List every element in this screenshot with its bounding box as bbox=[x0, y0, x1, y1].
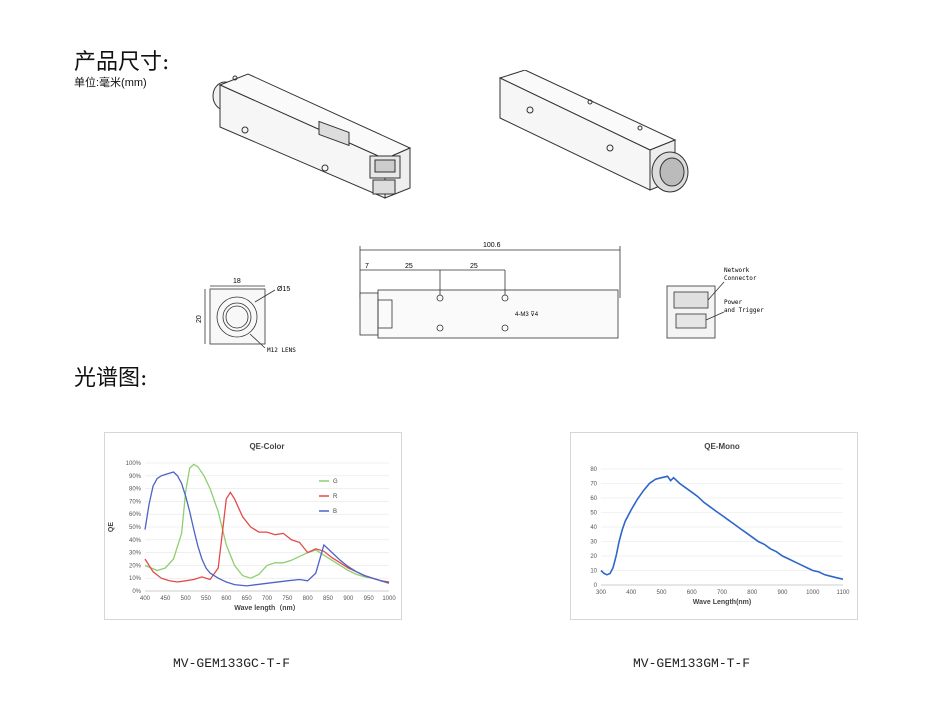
spacing-2-dim: 25 bbox=[470, 263, 478, 270]
chart-title: QE-Color bbox=[249, 442, 284, 451]
x-tick-label: 1000 bbox=[382, 596, 396, 602]
y-tick-label: 20 bbox=[590, 554, 597, 560]
x-tick-label: 950 bbox=[364, 596, 375, 602]
qe-mono-chart: QE-Mono 0 10 20 30 40 50 60 70 80 300 400 500 600 700 8… bbox=[590, 442, 851, 606]
x-tick-label: 900 bbox=[777, 590, 788, 596]
y-tick-label: 30% bbox=[129, 551, 142, 557]
y-tick-label: 100% bbox=[126, 461, 142, 467]
legend-label-b: B bbox=[333, 509, 337, 515]
x-tick-label: 850 bbox=[323, 596, 334, 602]
camera-iso-front-view bbox=[212, 73, 412, 199]
x-tick-label: 800 bbox=[747, 590, 758, 596]
x-tick-label: 1100 bbox=[837, 590, 851, 596]
y-tick-label: 90% bbox=[129, 474, 142, 480]
y-tick-label: 80 bbox=[590, 467, 597, 473]
y-tick-label: 60 bbox=[590, 496, 597, 502]
x-tick-label: 750 bbox=[282, 596, 293, 602]
y-tick-label: 40% bbox=[129, 538, 142, 544]
x-tick-label: 1000 bbox=[806, 590, 820, 596]
color-model-caption: MV-GEM133GC-T-F bbox=[173, 656, 291, 671]
x-tick-label: 400 bbox=[626, 590, 637, 596]
x-tick-label: 800 bbox=[303, 596, 314, 602]
dimensions-title: 产品尺寸: bbox=[74, 50, 170, 75]
front-height-dim: 20 bbox=[196, 315, 203, 323]
chart-title: QE-Mono bbox=[704, 442, 740, 451]
legend-label-g: G bbox=[333, 479, 338, 485]
power-trigger-line1: Power bbox=[724, 299, 742, 306]
network-connector-line1: Network bbox=[724, 267, 750, 274]
y-tick-label: 20% bbox=[129, 563, 142, 569]
x-tick-label: 600 bbox=[221, 596, 232, 602]
x-tick-label: 900 bbox=[343, 596, 354, 602]
total-length-dim: 100.6 bbox=[483, 242, 501, 249]
y-tick-label: 70% bbox=[129, 499, 142, 505]
side-view-drawing: 100.6 7 25 25 4-M3 ⊽4 bbox=[359, 242, 621, 339]
lens-mount-label: M12 LENS bbox=[267, 347, 296, 354]
lens-diameter-dim: Ø15 bbox=[277, 286, 290, 293]
qe-color-chart-frame: QE-Color 0% 10% 20% 30% 40% 50% 60% 70% 80% 90% 100… bbox=[104, 432, 402, 620]
x-tick-label: 700 bbox=[262, 596, 273, 602]
series-line-r bbox=[144, 491, 390, 583]
x-tick-label: 650 bbox=[242, 596, 253, 602]
y-tick-label: 10 bbox=[590, 569, 597, 575]
x-tick-label: 550 bbox=[201, 596, 212, 602]
x-tick-label: 500 bbox=[656, 590, 667, 596]
back-view-drawing: Network Connector Power and Trigger bbox=[666, 267, 764, 339]
qe-color-chart: QE-Color 0% 10% 20% 30% 40% 50% 60% 70% 80% 90% 100… bbox=[108, 442, 396, 612]
y-tick-label: 80% bbox=[129, 487, 142, 493]
x-tick-label: 700 bbox=[717, 590, 728, 596]
series-line-b bbox=[144, 471, 390, 587]
x-tick-label: 300 bbox=[596, 590, 607, 596]
y-tick-label: 70 bbox=[590, 482, 597, 488]
series-line-mono bbox=[600, 475, 844, 580]
y-axis-label: QE bbox=[108, 522, 115, 532]
y-tick-label: 10% bbox=[129, 576, 142, 582]
x-tick-label: 450 bbox=[160, 596, 171, 602]
offset-dim: 7 bbox=[365, 263, 369, 270]
series-line-g bbox=[144, 463, 390, 583]
camera-iso-rear-view bbox=[498, 70, 689, 193]
spacing-1-dim: 25 bbox=[405, 263, 413, 270]
screw-spec-label: 4-M3 ⊽4 bbox=[515, 311, 539, 318]
front-width-dim: 18 bbox=[233, 278, 241, 285]
front-view-drawing: 18 20 Ø15 M12 LENS bbox=[196, 278, 296, 354]
x-axis-label: Wave Length(nm) bbox=[693, 599, 751, 606]
network-connector-line2: Connector bbox=[724, 275, 757, 282]
y-tick-label: 0% bbox=[132, 589, 141, 595]
y-tick-label: 50% bbox=[129, 525, 142, 531]
x-tick-label: 500 bbox=[181, 596, 192, 602]
legend-label-r: R bbox=[333, 494, 338, 500]
x-tick-label: 400 bbox=[140, 596, 151, 602]
y-tick-label: 0 bbox=[594, 583, 598, 589]
y-tick-label: 40 bbox=[590, 525, 597, 531]
mono-model-caption: MV-GEM133GM-T-F bbox=[633, 656, 751, 671]
y-tick-label: 50 bbox=[590, 511, 597, 517]
qe-mono-chart-frame: QE-Mono 0 10 20 30 40 50 60 70 80 300 400 500 600 700 8… bbox=[570, 432, 858, 620]
y-tick-label: 60% bbox=[129, 512, 142, 518]
y-tick-label: 30 bbox=[590, 540, 597, 546]
spectrum-title: 光谱图: bbox=[74, 366, 148, 391]
unit-label: 单位:毫米(mm) bbox=[74, 77, 147, 89]
x-tick-label: 600 bbox=[687, 590, 698, 596]
power-trigger-line2: and Trigger bbox=[724, 307, 764, 314]
x-axis-label: Wave length（nm） bbox=[234, 604, 299, 612]
